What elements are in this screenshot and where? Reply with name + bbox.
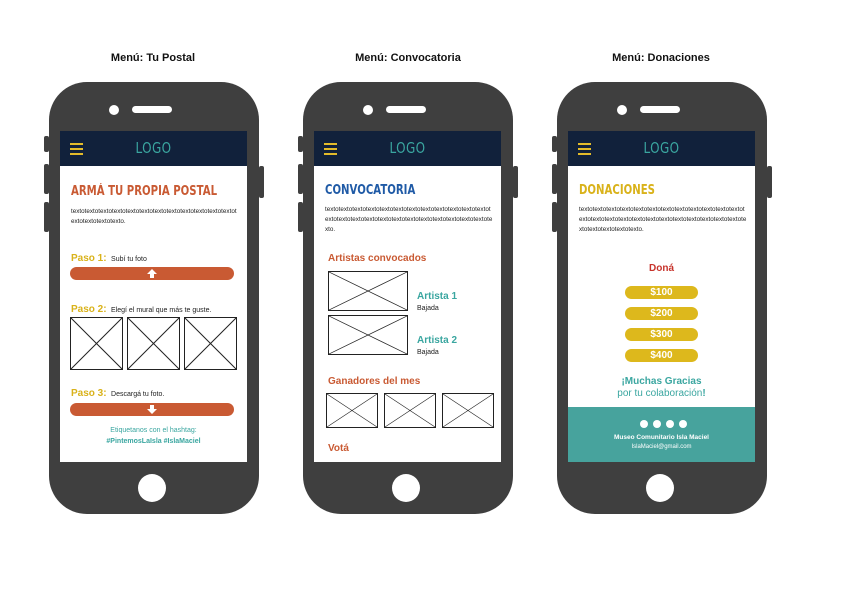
donate-400-button[interactable]: $400 [625,349,698,362]
volume-down-button [44,202,49,232]
step-2-text: Elegí el mural que más te guste. [111,307,212,314]
thanks-message: ¡Muchas Gracias [621,376,702,387]
phone-convocatoria: LOGO CONVOCATORIA textotextotextotextote… [298,82,518,514]
app-header: LOGO [314,131,501,166]
artist-1-photo[interactable] [328,271,408,311]
image-placeholder-icon [385,394,435,427]
front-camera [363,105,373,115]
logo: LOGO [389,139,426,157]
intro-text: textotextotextotextotextotextotextotexto… [71,208,237,225]
page-title: ARMÁ TU PROPIA POSTAL [71,184,218,199]
caption-tu-postal: Menú: Tu Postal [110,52,196,64]
dona-heading: Doná [649,263,674,274]
download-photo-button[interactable] [70,403,234,416]
power-button [259,166,264,198]
hamburger-menu-icon[interactable] [70,143,83,158]
mute-switch [298,136,303,152]
mural-option-2[interactable] [127,317,180,370]
home-button[interactable] [392,474,420,502]
artist-2-photo[interactable] [328,315,408,355]
step-2: Paso 2: Elegí el mural que más te guste. [71,299,211,317]
caption-convocatoria: Menú: Convocatoria [355,52,461,64]
pinterest-icon[interactable] [666,420,674,428]
front-camera [617,105,627,115]
artist-2-name[interactable]: Artista 2 [417,335,458,346]
app-header: LOGO [60,131,247,166]
phone-donaciones: LOGO DONACIONES textotextotextotextotext… [552,82,772,514]
upload-arrow-icon [147,269,157,278]
home-button[interactable] [138,474,166,502]
mute-switch [552,136,557,152]
volume-up-button [298,164,303,194]
volume-down-button [298,202,303,232]
image-placeholder-icon [327,394,377,427]
screen-convocatoria: LOGO CONVOCATORIA textotextotextotextote… [314,131,501,462]
mute-switch [44,136,49,152]
logo: LOGO [643,139,680,157]
mural-option-1[interactable] [70,317,123,370]
image-placeholder-icon [128,318,179,369]
image-placeholder-icon [329,316,407,354]
screen-tu-postal: LOGO ARMÁ TU PROPIA POSTAL textotextotex… [60,131,247,462]
step-3-label: Paso 3: [71,388,107,399]
step-1-text: Subí tu foto [111,256,147,263]
upload-photo-button[interactable] [70,267,234,280]
donate-300-button[interactable]: $300 [625,328,698,341]
donate-100-button[interactable]: $100 [625,286,698,299]
download-arrow-icon [147,405,157,414]
intro-text: textotextotextotextotextotextotextotexto… [325,206,493,233]
hashtag-intro: Etiquetanos con el hashtag: [110,427,197,434]
artistas-heading: Artistas convocados [328,253,427,264]
mural-option-3[interactable] [184,317,237,370]
museum-name: Museo Comunitario Isla Maciel [614,434,709,441]
intro-text: textotextotextotextotextotextotextotexto… [579,206,747,233]
image-placeholder-icon [185,318,236,369]
winner-1-photo[interactable] [326,393,378,428]
footer: Museo Comunitario Isla Maciel IslaMaciel… [568,407,755,462]
artist-1-name[interactable]: Artista 1 [417,291,458,302]
artist-1-bio: Bajada [417,305,439,312]
logo: LOGO [135,139,172,157]
instagram-icon[interactable] [679,420,687,428]
step-2-label: Paso 2: [71,304,107,315]
screen-donaciones: LOGO DONACIONES textotextotextotextotext… [568,131,755,462]
contact-email[interactable]: IslaMaciel@gmail.com [631,444,692,450]
caption-donaciones: Menú: Donaciones [612,52,710,64]
power-button [767,166,772,198]
artist-2-bio: Bajada [417,349,439,356]
page-title: DONACIONES [579,183,655,198]
twitter-icon[interactable] [653,420,661,428]
step-3-text: Descargá tu foto. [111,391,165,398]
app-header: LOGO [568,131,755,166]
speaker [386,106,426,113]
front-camera [109,105,119,115]
volume-up-button [44,164,49,194]
donate-200-button[interactable]: $200 [625,307,698,320]
image-placeholder-icon [71,318,122,369]
power-button [513,166,518,198]
hamburger-menu-icon[interactable] [324,143,337,158]
home-button[interactable] [646,474,674,502]
step-3: Paso 3: Descargá tu foto. [71,383,164,401]
thanks-sub-end: ! [702,388,706,399]
step-1-label: Paso 1: [71,253,107,264]
winner-3-photo[interactable] [442,393,494,428]
image-placeholder-icon [329,272,407,310]
facebook-icon[interactable] [640,420,648,428]
volume-up-button [552,164,557,194]
speaker [132,106,172,113]
page-title: CONVOCATORIA [325,183,416,198]
volume-down-button [552,202,557,232]
step-1: Paso 1: Subí tu foto [71,248,147,266]
ganadores-heading: Ganadores del mes [328,376,421,387]
hashtags: #PintemosLaIsla #IslaMaciel [106,438,201,445]
speaker [640,106,680,113]
thanks-sub-text: por tu colaboración [617,388,703,399]
vota-heading: Votá [328,443,349,454]
thanks-sub: por tu colaboración! [568,388,755,399]
image-placeholder-icon [443,394,493,427]
phone-tu-postal: LOGO ARMÁ TU PROPIA POSTAL textotextotex… [44,82,264,514]
winner-2-photo[interactable] [384,393,436,428]
hamburger-menu-icon[interactable] [578,143,591,158]
